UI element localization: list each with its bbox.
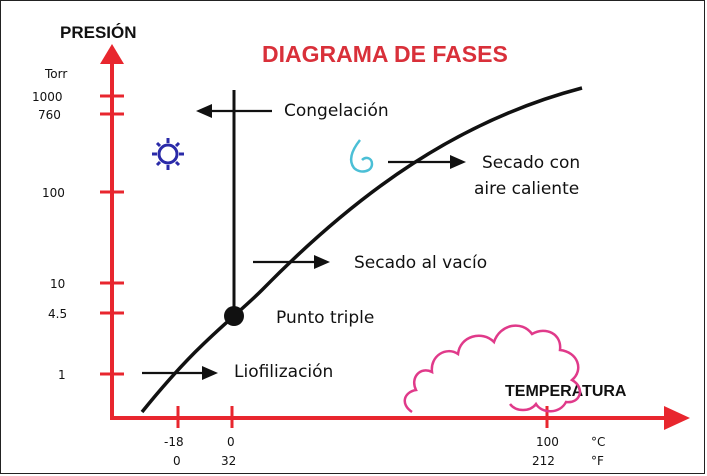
y-axis-arrowhead	[100, 44, 124, 64]
y-tick-label-1000: 1000	[32, 90, 63, 104]
y-ticks	[100, 94, 124, 376]
y-tick-label-4-5: 4.5	[48, 307, 67, 321]
x-axis-arrowhead	[664, 406, 690, 430]
label-liofilizacion: Liofilización	[234, 362, 333, 382]
y-tick-label-10: 10	[50, 277, 65, 291]
y-tick-label-100: 100	[42, 186, 65, 200]
label-secado-aire-line1: Secado con	[482, 153, 580, 173]
x-tick-celsius-0: 0	[227, 435, 235, 449]
process-arrows	[142, 104, 466, 380]
triple-point-marker	[224, 306, 244, 326]
label-congelacion: Congelación	[284, 101, 389, 121]
x-tick-fahrenheit-0: 0	[173, 454, 181, 468]
x-axis-title: TEMPERATURA	[505, 383, 627, 400]
steam-cloud-icon	[403, 324, 582, 414]
y-tick-label-760: 760	[38, 108, 61, 122]
x-unit-celsius: °C	[591, 435, 605, 449]
x-tick-celsius-100: 100	[536, 435, 559, 449]
x-tick-fahrenheit-212: 212	[532, 454, 555, 468]
x-unit-fahrenheit: °F	[591, 454, 604, 468]
y-tick-label-1: 1	[58, 368, 66, 382]
snowflake-icon	[152, 138, 184, 170]
x-tick-fahrenheit-32: 32	[221, 454, 236, 468]
diagram-title: DIAGRAMA DE FASES	[262, 41, 508, 67]
y-axis-unit: Torr	[44, 67, 67, 81]
label-secado-aire-line2: aire caliente	[474, 179, 579, 199]
phase-boundary-curve	[140, 86, 583, 414]
label-punto-triple: Punto triple	[276, 308, 374, 328]
y-axis-title: PRESIÓN	[60, 23, 137, 42]
label-secado-vacio: Secado al vacío	[354, 253, 487, 273]
water-drop-icon	[349, 139, 374, 173]
x-tick-celsius-minus18: -18	[164, 435, 184, 449]
x-ticks	[176, 406, 549, 428]
